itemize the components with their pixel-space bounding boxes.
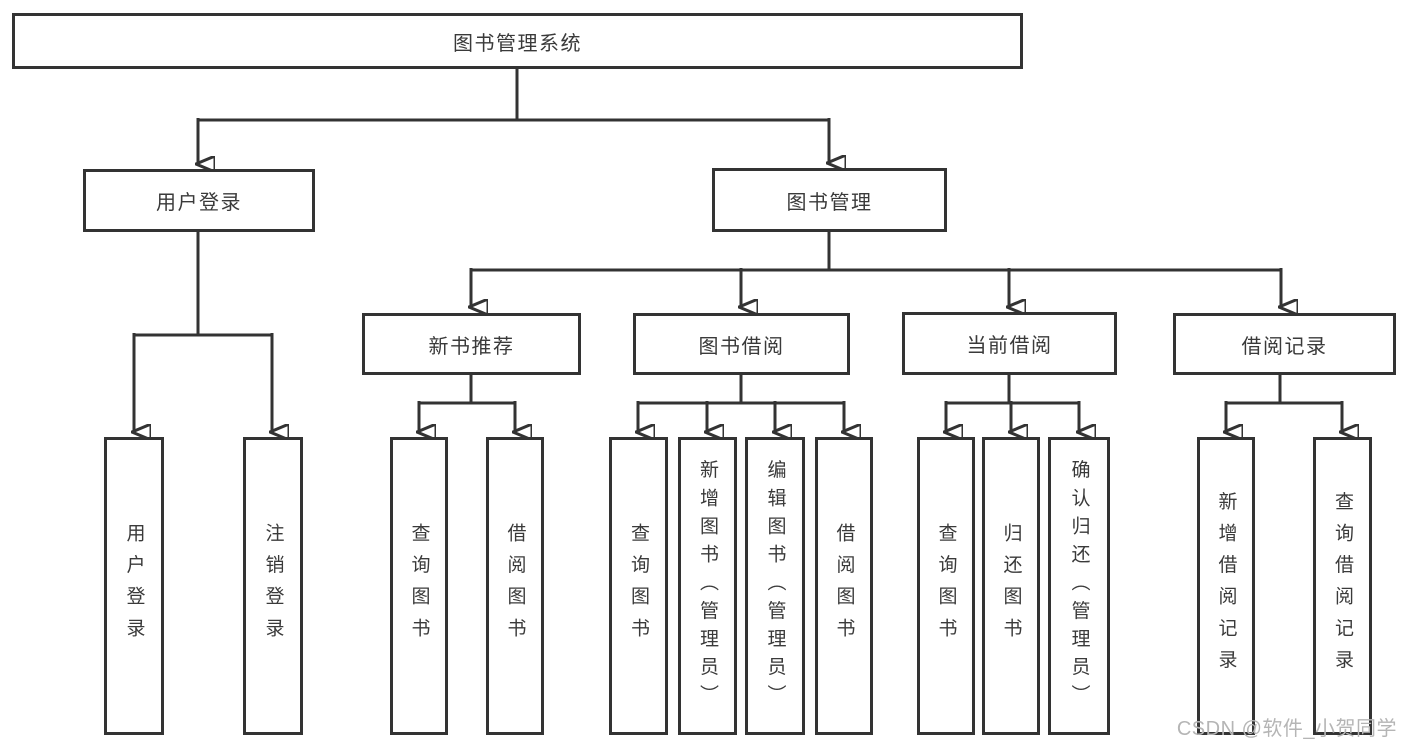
node-book-borrowing: 图书借阅 [633, 313, 850, 375]
node-label: 借阅图书 [504, 522, 526, 650]
node-user-login-leaf: 用户登录 [104, 437, 164, 735]
node-new-book-recommendation: 新书推荐 [362, 313, 581, 375]
node-logout-leaf: 注销登录 [243, 437, 303, 735]
node-label: 用户登录 [123, 522, 145, 650]
node-label: 查询图书 [408, 522, 430, 650]
node-add-borrow-record: 新增借阅记录 [1197, 437, 1255, 735]
node-label: 确认归还（管理员） [1068, 459, 1090, 713]
node-confirm-return-admin: 确认归还（管理员） [1048, 437, 1110, 735]
node-label: 借阅图书 [833, 522, 855, 650]
node-root-system: 图书管理系统 [12, 13, 1023, 69]
node-borrowing-records: 借阅记录 [1173, 313, 1396, 375]
node-label: 查询图书 [628, 522, 649, 650]
node-label: 新增借阅记录 [1215, 491, 1237, 681]
node-borrow-books-leaf: 借阅图书 [815, 437, 873, 735]
node-query-books-borrowing: 查询图书 [609, 437, 668, 735]
node-user-login-group: 用户登录 [83, 169, 315, 232]
node-return-books: 归还图书 [982, 437, 1040, 735]
node-label: 编辑图书（管理员） [764, 459, 786, 713]
node-label: 查询借阅记录 [1332, 491, 1353, 681]
node-label: 注销登录 [262, 522, 284, 650]
node-query-books-recommend: 查询图书 [390, 437, 448, 735]
node-query-books-current: 查询图书 [917, 437, 975, 735]
node-label: 新增图书（管理员） [697, 459, 718, 713]
node-current-borrowing: 当前借阅 [902, 312, 1117, 375]
node-query-borrow-record: 查询借阅记录 [1313, 437, 1372, 735]
node-label: 查询图书 [935, 522, 957, 650]
node-edit-books-admin: 编辑图书（管理员） [745, 437, 805, 735]
csdn-watermark: CSDN @软件_小贺同学 [1176, 718, 1397, 740]
node-add-books-admin: 新增图书（管理员） [678, 437, 737, 735]
node-borrow-books-recommend: 借阅图书 [486, 437, 544, 735]
node-book-management: 图书管理 [712, 168, 947, 232]
node-label: 归还图书 [1000, 522, 1022, 650]
